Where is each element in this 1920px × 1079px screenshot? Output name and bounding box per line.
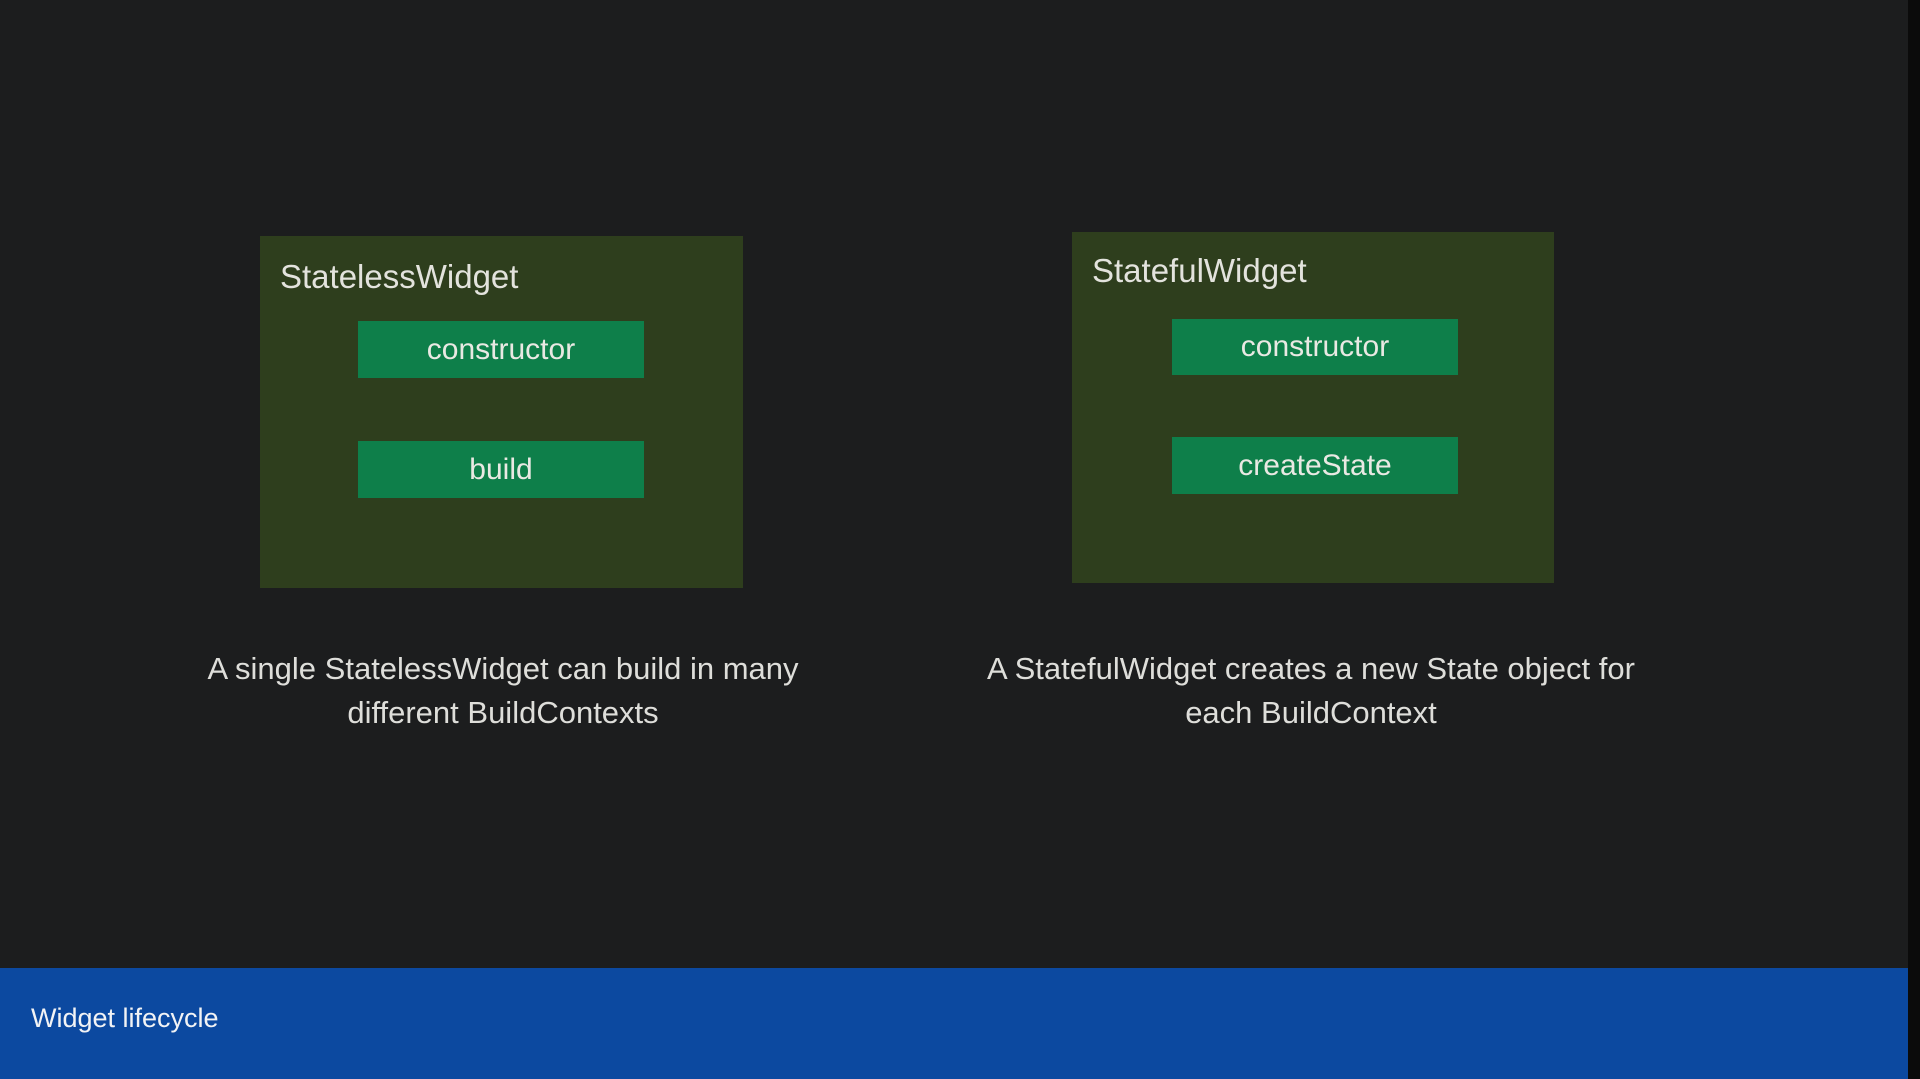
panel-title-stateful: StatefulWidget (1092, 252, 1307, 289)
panel-title-stateless: StatelessWidget (280, 258, 519, 295)
node-stateless-constructor[interactable]: constructor (358, 321, 644, 378)
panel-stateful-widget: StatefulWidget (1072, 232, 1554, 583)
caption-stateless: A single StatelessWidget can build in ma… (207, 651, 799, 730)
node-stateful-constructor[interactable]: constructor (1172, 319, 1458, 375)
panel-stateless-widget: StatelessWidget (260, 236, 743, 588)
footer-title: Widget lifecycle (31, 1003, 219, 1033)
node-stateful-createstate[interactable]: createState (1172, 437, 1458, 494)
right-edge-strip (1908, 0, 1920, 1079)
node-stateless-build[interactable]: build (358, 441, 644, 498)
caption-stateful: A StatefulWidget creates a new State obj… (987, 651, 1635, 730)
footer-bar: Widget lifecycle (0, 968, 1908, 1079)
